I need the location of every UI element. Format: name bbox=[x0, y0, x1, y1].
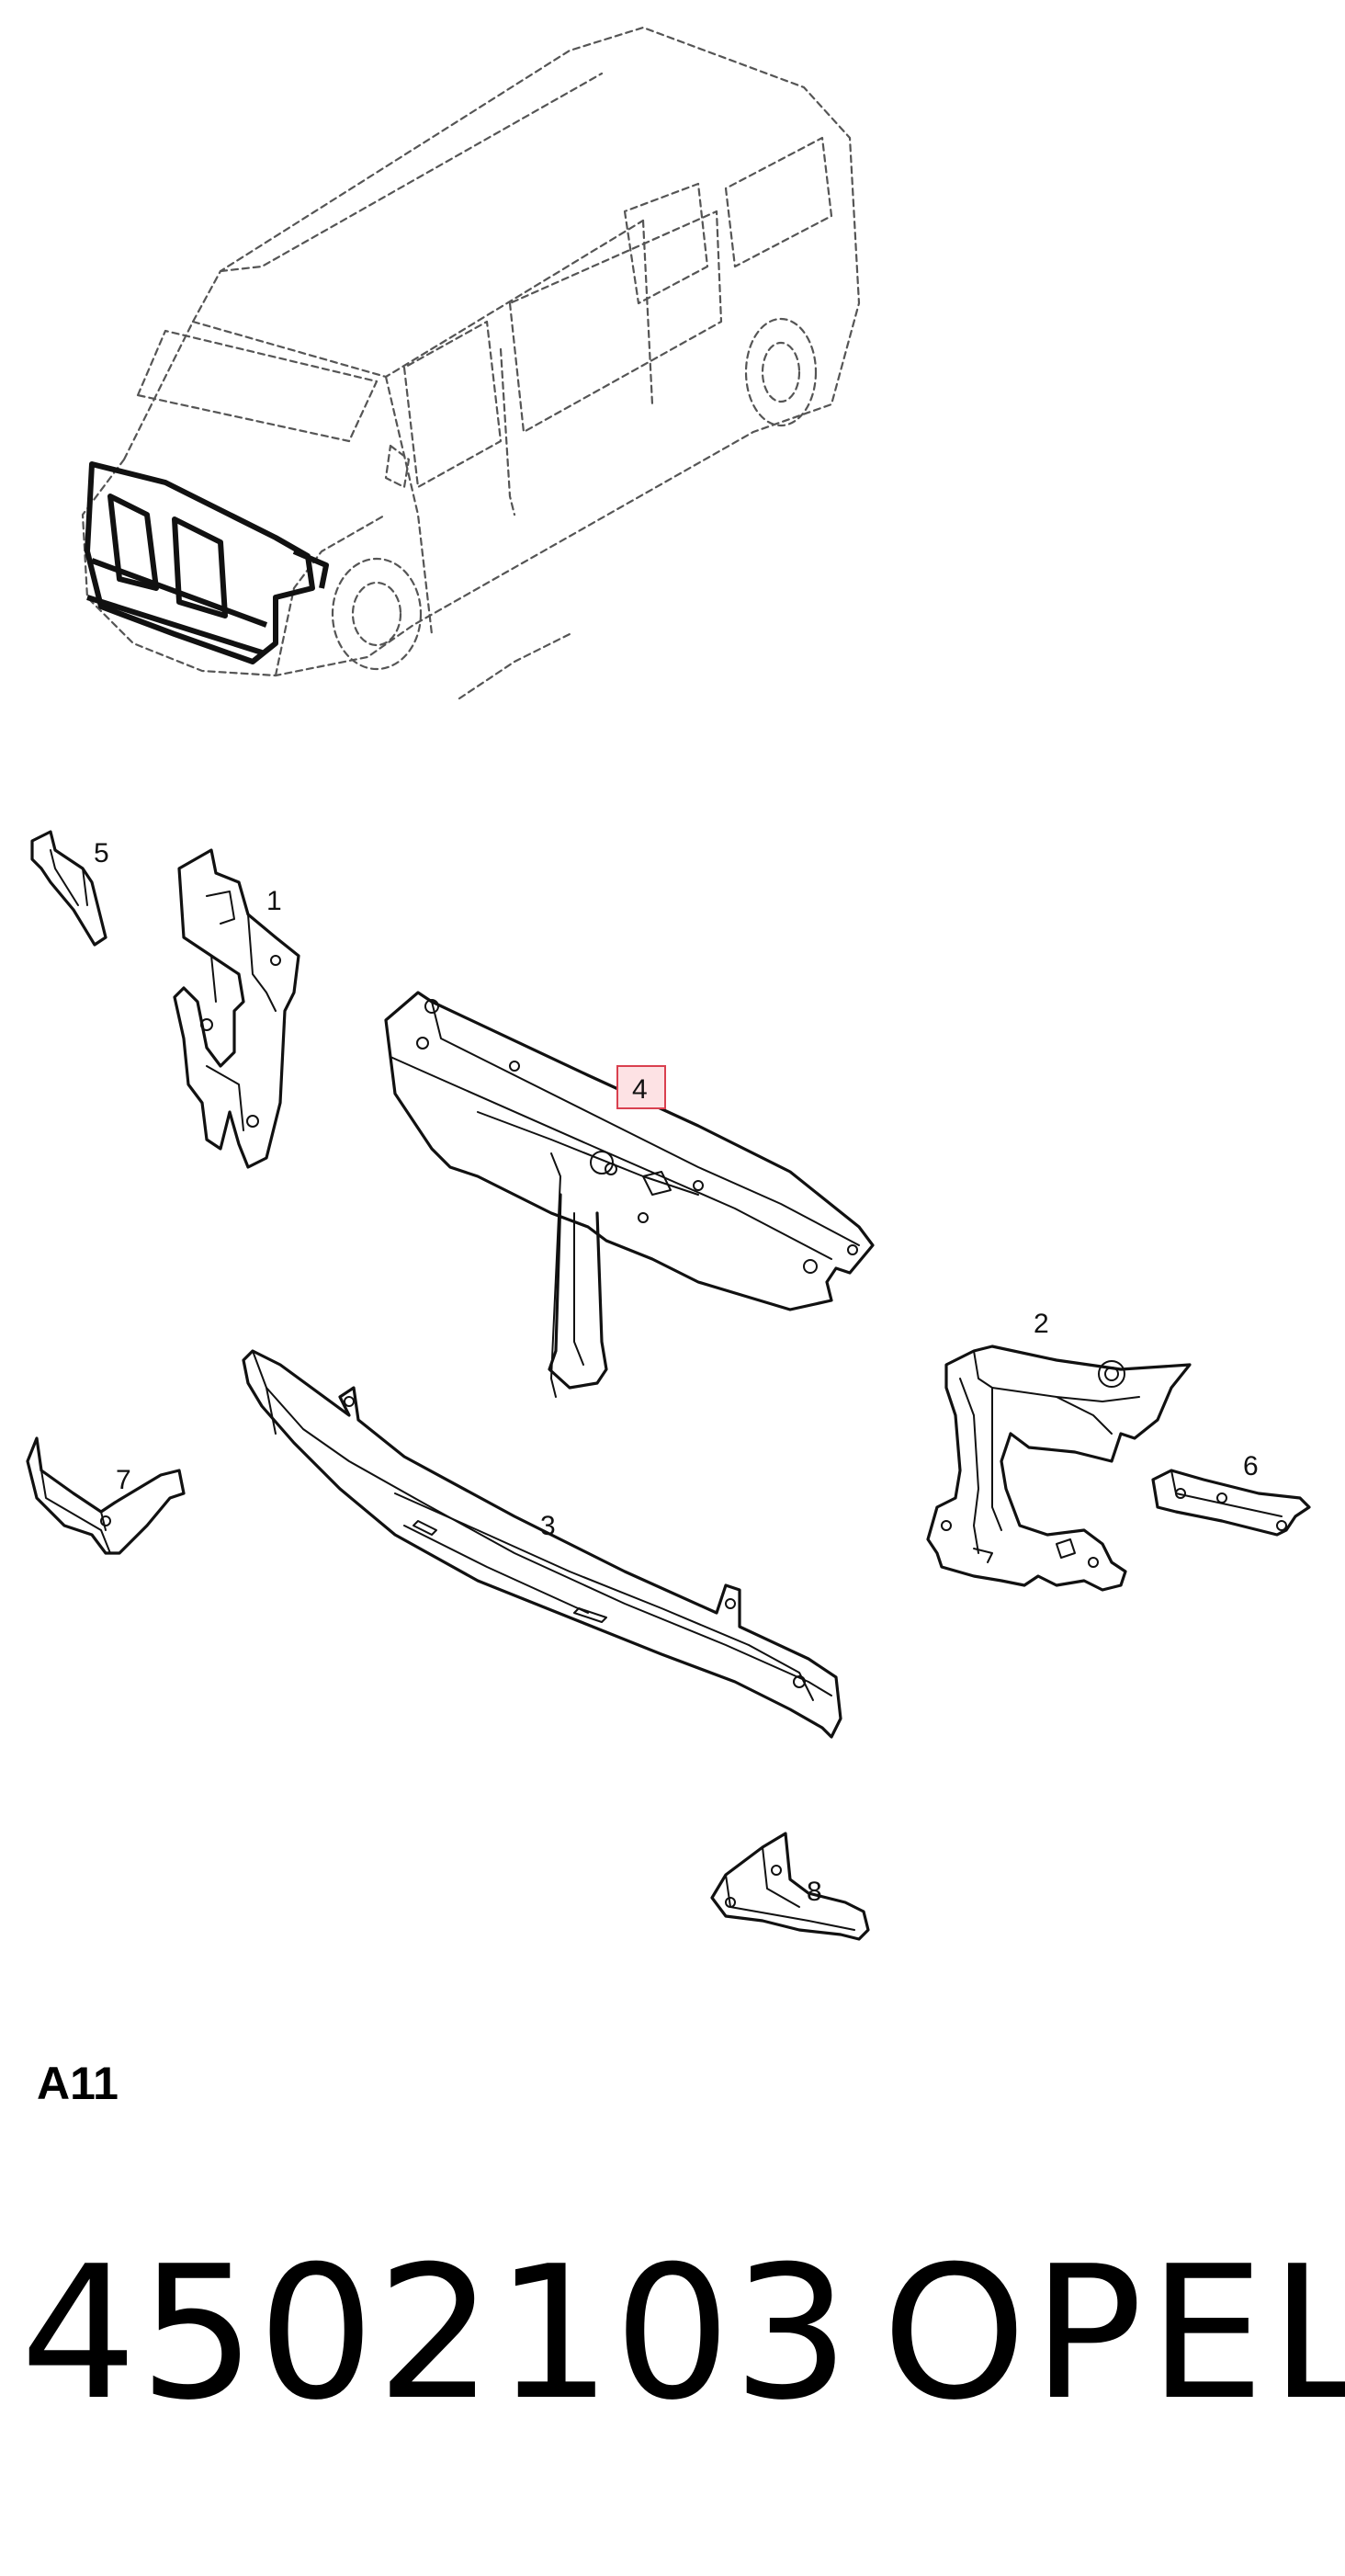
part-7-bracket bbox=[26, 1436, 186, 1555]
callout-3-label: 3 bbox=[540, 1511, 556, 1541]
part-5-bracket bbox=[30, 830, 107, 947]
part-4-upper-crossmember bbox=[384, 991, 875, 1398]
van-overview-illustration bbox=[81, 26, 861, 700]
callout-2-label: 2 bbox=[1034, 1309, 1049, 1339]
callout-8-label: 8 bbox=[807, 1877, 822, 1907]
brand-name: OPEL bbox=[882, 2227, 1345, 2441]
callout-6-label: 6 bbox=[1243, 1451, 1259, 1481]
part-3-lower-crossmember bbox=[242, 1349, 842, 1739]
part-number: 4502103 bbox=[20, 2227, 852, 2441]
part-2-right-side-member bbox=[926, 1345, 1192, 1592]
callout-4-highlight bbox=[616, 1065, 666, 1109]
callout-1-label: 1 bbox=[266, 886, 282, 916]
callout-7-label: 7 bbox=[116, 1465, 131, 1495]
callout-4-label: 4 bbox=[632, 1074, 648, 1105]
part-8-bracket bbox=[710, 1832, 870, 1941]
callout-5-label: 5 bbox=[94, 838, 109, 868]
part-1-left-side-member bbox=[173, 848, 300, 1169]
part-6-bracket bbox=[1151, 1469, 1311, 1537]
callout-labels: 1 2 3 4 5 6 7 8 bbox=[94, 838, 1259, 1907]
section-code: A11 bbox=[37, 2058, 119, 2109]
